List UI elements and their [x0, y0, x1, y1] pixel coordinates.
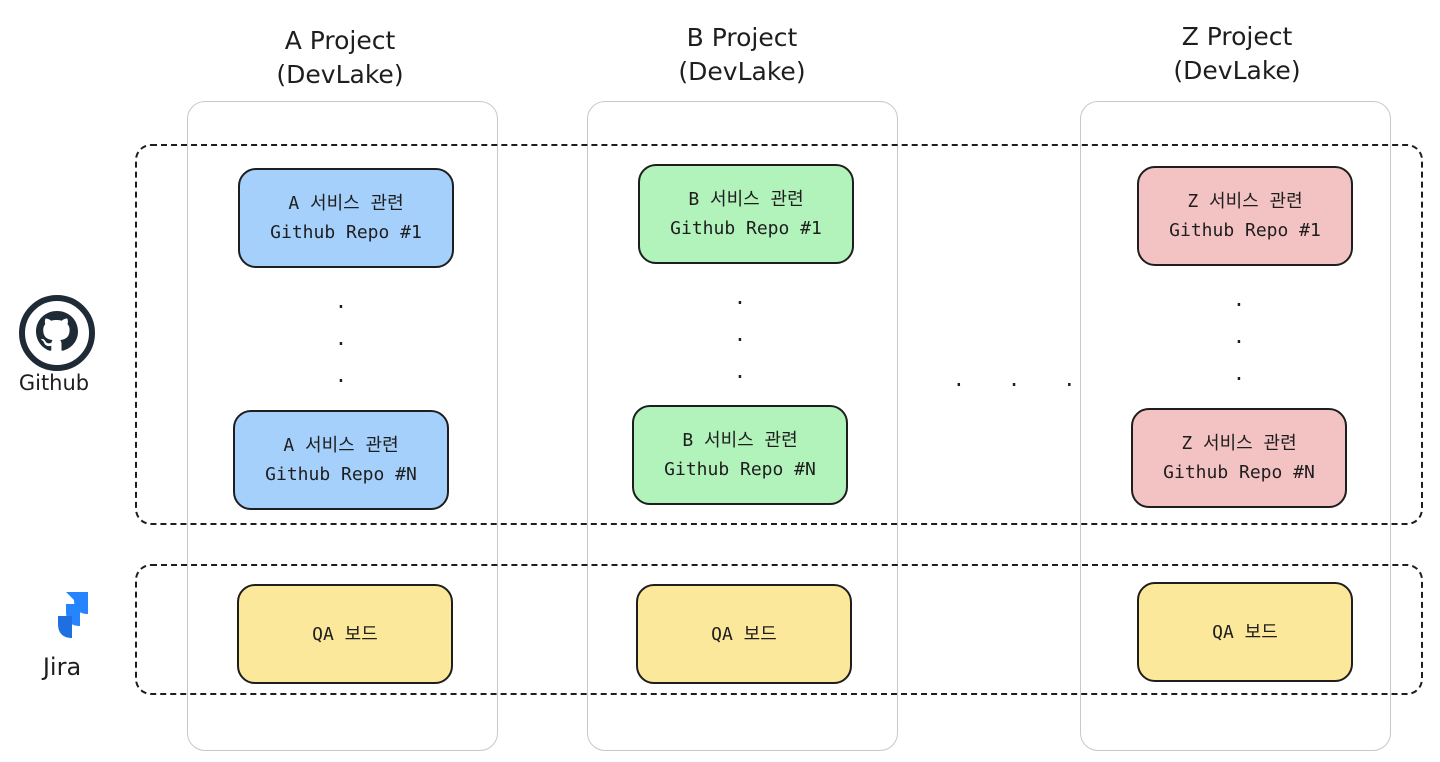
- repo-card-line1: Z 서비스 관련: [1187, 191, 1303, 212]
- repo-card-line1: Z 서비스 관련: [1181, 433, 1297, 454]
- qa-board-card: QA 보드: [237, 584, 453, 684]
- repo-card-line1: A 서비스 관련: [288, 193, 404, 214]
- project-z-frame: [1080, 101, 1391, 751]
- jira-group: [135, 564, 1423, 695]
- repo-card: B 서비스 관련 Github Repo #N: [632, 405, 848, 505]
- github-icon: [19, 295, 95, 371]
- qa-board-label: QA 보드: [711, 623, 777, 645]
- repo-card: Z 서비스 관련 Github Repo #N: [1131, 408, 1347, 508]
- repo-card-line1: B 서비스 관련: [688, 189, 804, 210]
- github-label: Github: [18, 371, 90, 395]
- horizontal-ellipsis: . . .: [955, 364, 1094, 392]
- repo-card-line2: Github Repo #1: [270, 222, 422, 243]
- jira-source: Jira: [22, 588, 102, 688]
- project-title-line2: (DevLake): [276, 60, 404, 89]
- project-b-frame: [587, 101, 898, 751]
- repo-card-line2: Github Repo #1: [1169, 220, 1321, 241]
- qa-board-card: QA 보드: [1137, 582, 1353, 682]
- repo-card: A 서비스 관련 Github Repo #1: [238, 168, 454, 268]
- github-source: Github: [14, 292, 95, 402]
- project-title-line2: (DevLake): [678, 57, 806, 86]
- repo-card-line2: Github Repo #N: [1163, 462, 1315, 483]
- vertical-ellipsis: . . .: [736, 282, 744, 384]
- project-b-title: B Project (DevLake): [592, 21, 892, 89]
- vertical-ellipsis: . . .: [337, 286, 345, 388]
- repo-card: Z 서비스 관련 Github Repo #1: [1137, 166, 1353, 266]
- project-title-line1: B Project: [686, 23, 798, 52]
- qa-board-card: QA 보드: [636, 584, 852, 684]
- repo-card-line2: Github Repo #1: [670, 218, 822, 239]
- project-a-title: A Project (DevLake): [190, 24, 490, 92]
- repo-card: A 서비스 관련 Github Repo #N: [233, 410, 449, 510]
- repo-card-line1: A 서비스 관련: [283, 435, 399, 456]
- repo-card-line2: Github Repo #N: [265, 464, 417, 485]
- vertical-ellipsis: . . .: [1235, 284, 1243, 386]
- project-title-line1: A Project: [284, 26, 396, 55]
- project-z-title: Z Project (DevLake): [1087, 20, 1387, 88]
- project-title-line2: (DevLake): [1173, 56, 1301, 85]
- repo-card-line1: B 서비스 관련: [682, 430, 798, 451]
- repo-card: B 서비스 관련 Github Repo #1: [638, 164, 854, 264]
- project-title-line1: Z Project: [1181, 22, 1293, 51]
- qa-board-label: QA 보드: [1212, 621, 1278, 643]
- project-a-frame: [187, 101, 498, 751]
- jira-label: Jira: [42, 653, 82, 681]
- github-group: [135, 144, 1423, 525]
- qa-board-label: QA 보드: [312, 623, 378, 645]
- repo-card-line2: Github Repo #N: [664, 459, 816, 480]
- jira-icon: [50, 592, 88, 638]
